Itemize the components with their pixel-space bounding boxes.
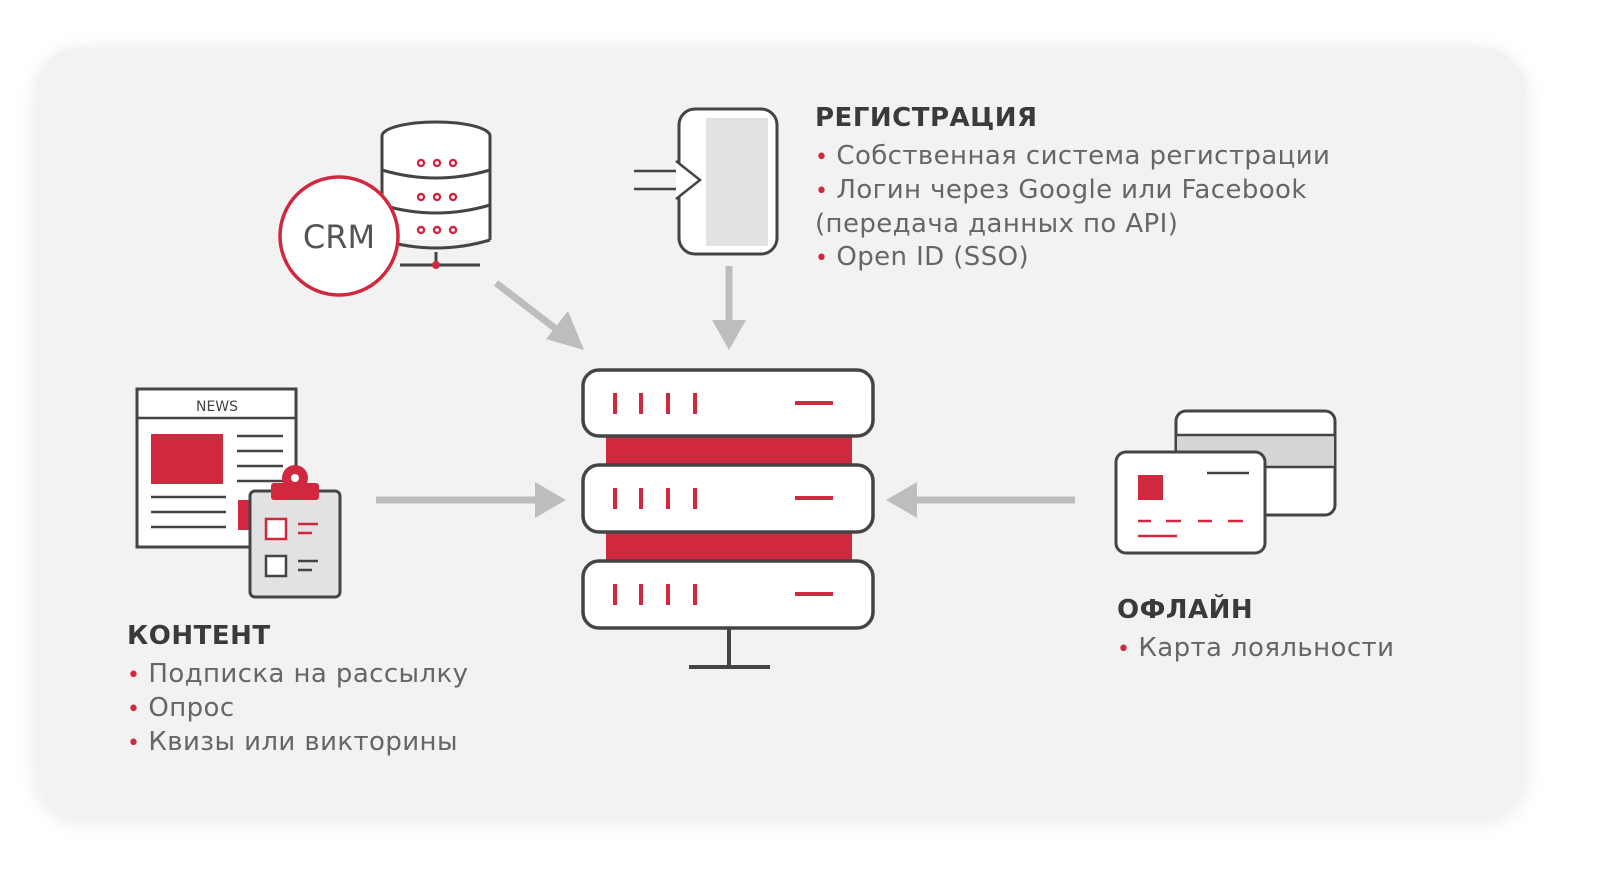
registration-heading: РЕГИСТРАЦИЯ xyxy=(815,103,1038,133)
bullet-dot: • xyxy=(127,697,141,722)
offline-item: • Карта лояльности xyxy=(1117,632,1394,666)
arrow-crm-to-server xyxy=(493,280,584,350)
bullet-dot: • xyxy=(127,663,141,688)
registration-item: • Собственная система регистрации xyxy=(815,140,1330,174)
server-unit-indicators xyxy=(613,393,833,605)
registration-item-text: Open ID (SSO) xyxy=(836,242,1030,272)
news-label: NEWS xyxy=(196,399,238,415)
database-dots xyxy=(416,158,458,235)
bullet-dot: • xyxy=(815,145,829,170)
content-item-text: Подписка на рассылку xyxy=(148,659,469,689)
offline-block: ОФЛАЙН • Карта лояльности xyxy=(1117,594,1394,666)
database-connector-dot xyxy=(432,261,440,269)
content-block: КОНТЕНТ • Подписка на рассылку • Опрос • Кв… xyxy=(127,620,468,760)
content-item: • Опрос xyxy=(127,692,468,726)
bullet-dot: • xyxy=(127,731,141,756)
arrow-content-to-server xyxy=(376,482,566,518)
registration-item-continuation: (передача данных по API) xyxy=(815,208,1330,241)
database-icon xyxy=(380,120,492,267)
registration-item-text: (передача данных по API) xyxy=(815,209,1179,239)
content-item-text: Опрос xyxy=(148,693,235,723)
loyalty-cards-icon xyxy=(1114,409,1337,555)
bullet-dot: • xyxy=(815,246,829,271)
content-item: • Подписка на рассылку xyxy=(127,658,468,692)
bullet-dot: • xyxy=(815,179,829,204)
registration-list: • Собственная система регистрации • Логин … xyxy=(815,140,1330,275)
clipboard-icon xyxy=(248,465,342,599)
registration-item: • Логин через Google или Facebook xyxy=(815,174,1330,208)
content-item: • Квизы или викторины xyxy=(127,726,468,760)
bullet-dot: • xyxy=(1117,637,1131,662)
offline-list: • Карта лояльности xyxy=(1117,632,1394,666)
login-panel-icon xyxy=(634,107,779,256)
crm-badge: CRM xyxy=(278,175,400,297)
content-heading: КОНТЕНТ xyxy=(127,621,271,651)
registration-item-text: Логин через Google или Facebook xyxy=(836,175,1307,205)
registration-item: • Open ID (SSO) xyxy=(815,241,1330,275)
server-stack-icon xyxy=(581,368,875,669)
content-list: • Подписка на рассылку • Опрос • Квизы или … xyxy=(127,658,468,760)
registration-item-text: Собственная система регистрации xyxy=(836,141,1331,171)
content-item-text: Квизы или викторины xyxy=(148,727,458,757)
registration-block: РЕГИСТРАЦИЯ • Собственная система регистр… xyxy=(815,102,1330,275)
crm-badge-label: CRM xyxy=(303,218,375,256)
newspaper-icon: NEWS xyxy=(135,387,298,549)
offline-heading: ОФЛАЙН xyxy=(1117,595,1254,625)
arrow-registration-to-server xyxy=(712,266,746,350)
offline-item-text: Карта лояльности xyxy=(1138,633,1395,663)
arrow-offline-to-server xyxy=(886,482,1075,518)
